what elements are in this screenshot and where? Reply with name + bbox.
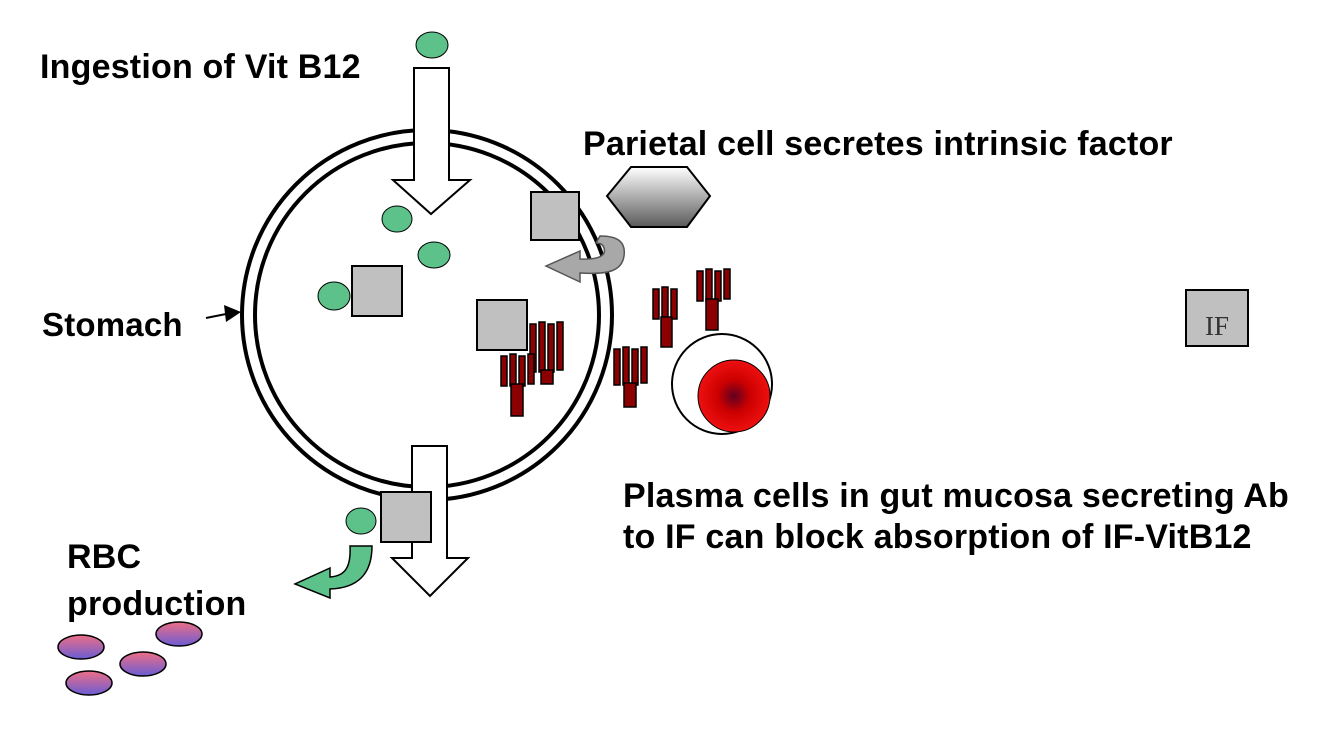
secretion-arrow-icon [544, 235, 626, 284]
rbc-icon [57, 621, 203, 696]
vit-b12-icon [317, 31, 451, 535]
intrinsic-factor-icon [351, 191, 580, 543]
ingestion-arrow-icon [390, 67, 473, 216]
parietal-cell-label: Parietal cell secretes intrinsic factor [583, 125, 1173, 163]
plasma-cell-icon [671, 333, 773, 435]
plasma-cells-label: Plasma cells in gut mucosa secreting Ab … [623, 477, 1289, 556]
antibody-icon [500, 268, 731, 417]
if-legend-box [1185, 289, 1249, 347]
stomach-pointer-arrow-icon [205, 305, 241, 322]
rbc-production-label: RBC production [67, 538, 247, 623]
rbc-production-arrow-icon [293, 545, 373, 600]
if-legend-label: IF [1205, 311, 1230, 341]
stomach-label: Stomach [42, 306, 183, 343]
parietal-cell-icon [605, 166, 712, 228]
ingestion-label: Ingestion of Vit B12 [40, 48, 361, 86]
